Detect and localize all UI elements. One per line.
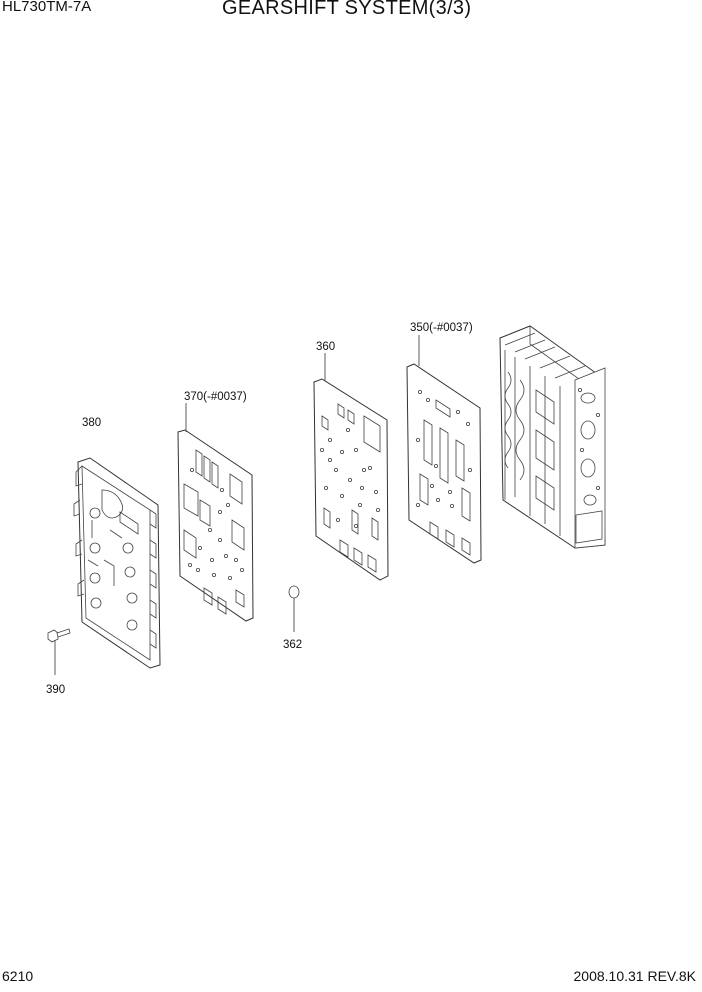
part-380-valve-cover[interactable] [73, 457, 161, 669]
part-360-intermediate-plate[interactable] [313, 353, 389, 581]
callout-362: 362 [283, 639, 302, 651]
revision-date: 2008.10.31 REV.8K [573, 968, 696, 984]
part-362-plug[interactable] [288, 585, 300, 632]
callout-370: 370(-#0037) [184, 391, 247, 403]
callout-360: 360 [316, 341, 335, 353]
callout-390: 390 [46, 684, 65, 696]
valve-housing [499, 325, 606, 549]
model-code: HL730TM-7A [2, 0, 92, 15]
part-390-bolt[interactable] [47, 628, 71, 675]
page-number: 6210 [2, 968, 34, 984]
part-370-separator-plate[interactable] [177, 403, 254, 622]
part-350-separator-plate[interactable] [406, 335, 482, 564]
callout-350: 350(-#0037) [410, 322, 473, 334]
page-title: GEARSHIFT SYSTEM(3/3) [222, 0, 472, 19]
callout-380: 380 [82, 417, 101, 429]
